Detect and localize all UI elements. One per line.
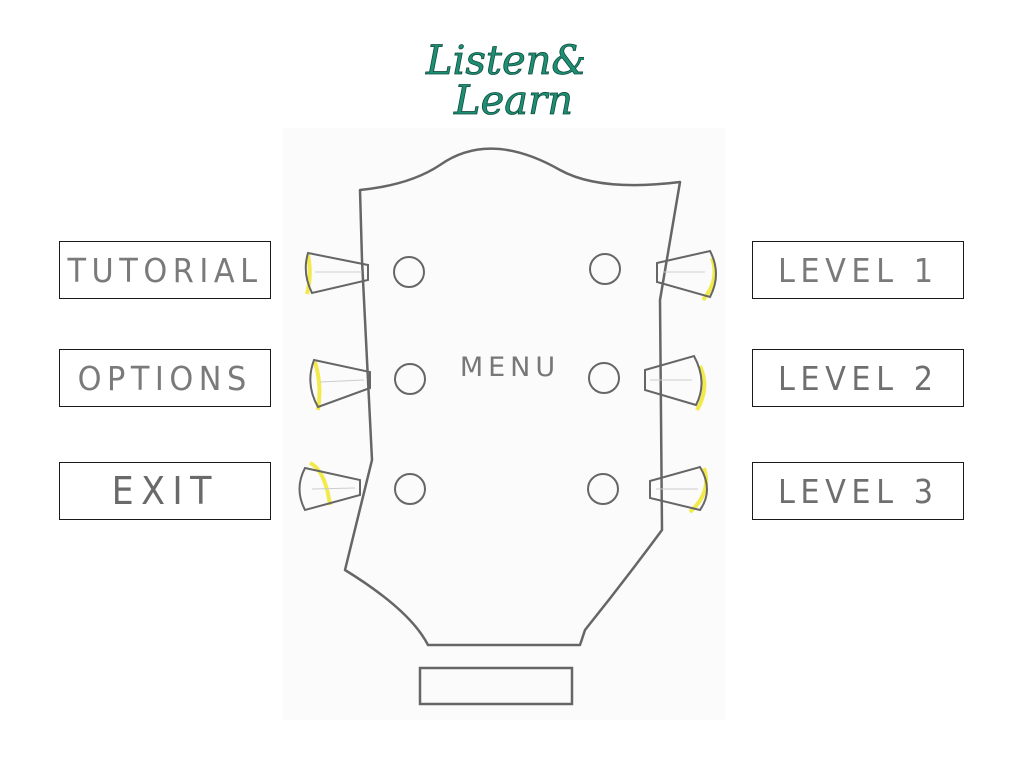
options-button[interactable]: OPTIONS bbox=[59, 349, 271, 407]
tuner-key-left-1 bbox=[304, 251, 369, 295]
headstock-outline bbox=[343, 147, 682, 647]
logo-line-1: Listen& bbox=[425, 38, 584, 84]
peg-hole-right-1 bbox=[589, 253, 621, 285]
exit-button-label: EXIT bbox=[111, 469, 219, 513]
tuner-key-right-1 bbox=[656, 249, 717, 302]
listen-and-learn-logo: Listen& Learn bbox=[425, 38, 584, 124]
headstock-menu-label: MENU bbox=[459, 352, 561, 383]
logo-line-2: Learn bbox=[453, 78, 573, 124]
tuner-key-left-3 bbox=[298, 461, 361, 512]
peg-hole-left-2 bbox=[394, 363, 426, 395]
level-3-button-label: LEVEL 3 bbox=[777, 471, 939, 511]
peg-hole-right-2 bbox=[588, 362, 620, 394]
options-button-label: OPTIONS bbox=[77, 358, 253, 398]
sketch-paper-background bbox=[283, 128, 725, 720]
level-3-button[interactable]: LEVEL 3 bbox=[752, 462, 964, 520]
peg-hole-left-1 bbox=[393, 256, 425, 288]
tuner-key-left-2 bbox=[309, 358, 371, 411]
level-1-button-label: LEVEL 1 bbox=[777, 250, 939, 290]
tutorial-button-label: TUTORIAL bbox=[67, 250, 263, 290]
guitar-headstock-drawing bbox=[298, 147, 717, 706]
tuner-key-right-3 bbox=[649, 465, 709, 514]
level-2-button[interactable]: LEVEL 2 bbox=[752, 349, 964, 407]
exit-button[interactable]: EXIT bbox=[59, 462, 271, 520]
level-1-button[interactable]: LEVEL 1 bbox=[752, 241, 964, 299]
level-2-button-label: LEVEL 2 bbox=[777, 358, 939, 398]
guitar-nut bbox=[418, 666, 574, 706]
peg-hole-left-3 bbox=[394, 473, 426, 505]
tuner-key-right-2 bbox=[644, 354, 707, 412]
peg-hole-right-3 bbox=[587, 473, 619, 505]
tutorial-button[interactable]: TUTORIAL bbox=[59, 241, 271, 299]
